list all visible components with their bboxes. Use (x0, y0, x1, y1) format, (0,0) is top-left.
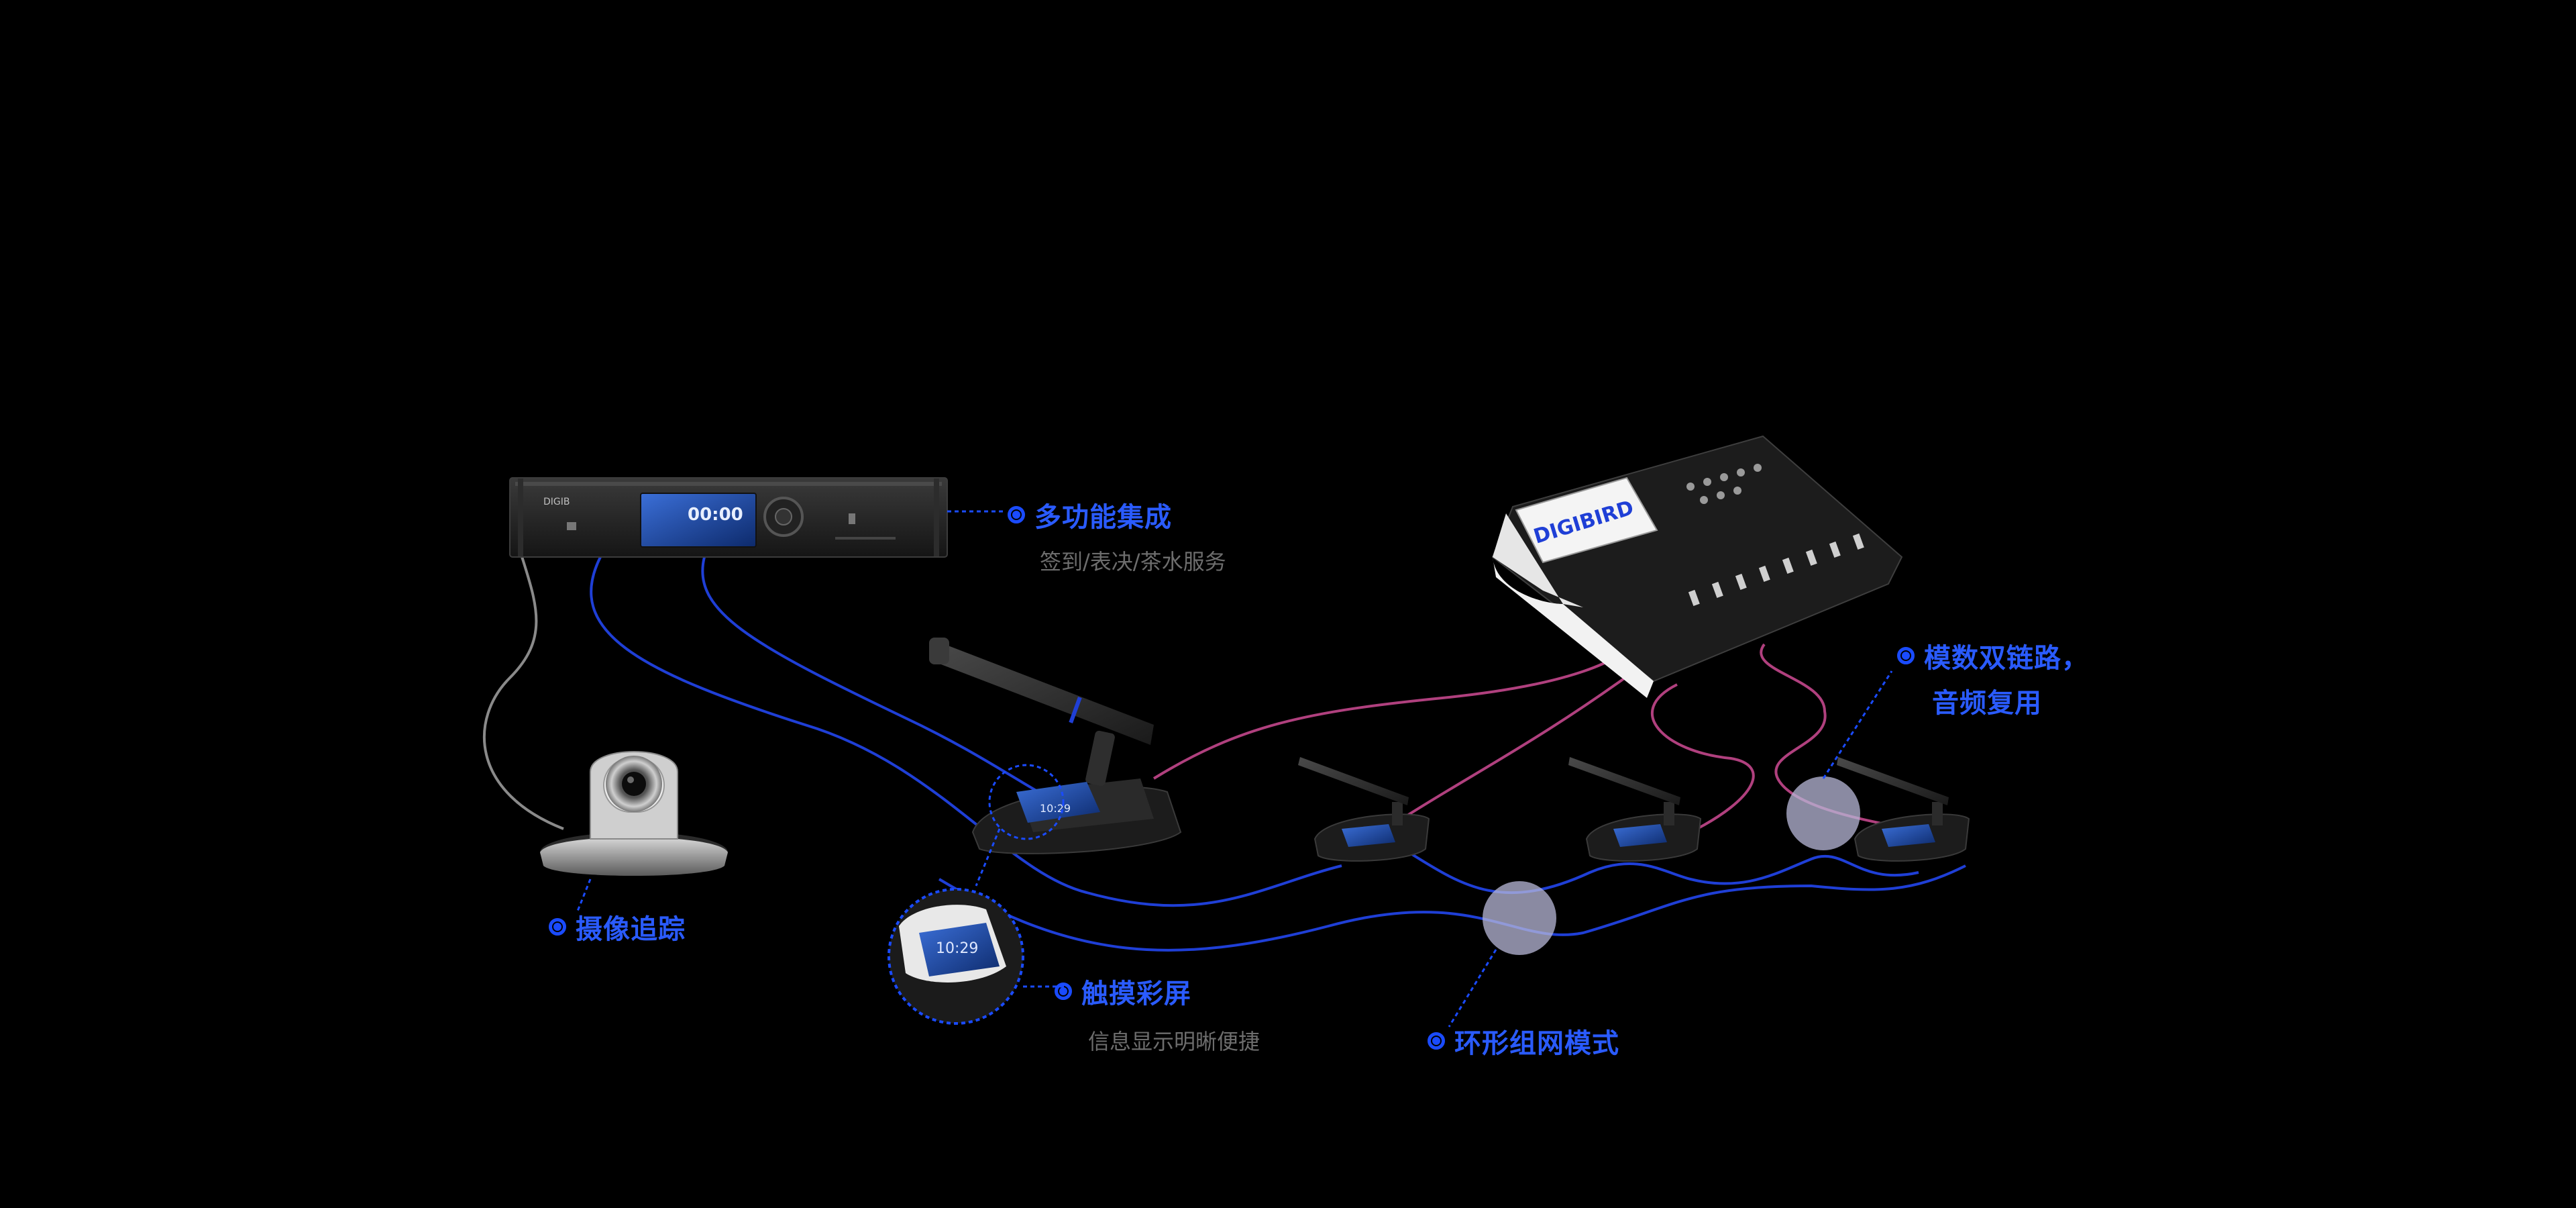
mixer-magenta-cable-3 (1651, 683, 1755, 834)
ptz-camera (540, 751, 728, 876)
delegate-unit-1 (1298, 757, 1430, 862)
zoom-screen-text: 10:29 (936, 940, 978, 957)
touch-screen-zoom: 10:29 (888, 764, 1065, 1025)
camera-tracking-callout: 摄像追踪 (549, 907, 686, 946)
analog-digital-marker (1786, 670, 1893, 850)
multi-function-callout: 多功能集成 (1008, 495, 1172, 534)
bullet-dot-icon (1055, 983, 1072, 1000)
mixer-buttons (1686, 464, 1762, 504)
bullet-dot-icon (549, 918, 566, 936)
multi-function-title: 多功能集成 (1034, 502, 1172, 533)
camera-callout-leader (576, 878, 592, 913)
digital-mixer: DIGIBIRD (1491, 435, 1903, 698)
host-screen-clock: 00:00 (688, 505, 743, 525)
host-logo: DIGIB (543, 497, 570, 507)
analog-digital-callout: 模数双链路， (1897, 636, 2089, 675)
delegate-unit-3 (1837, 757, 1970, 862)
chairman-microphone-unit: 10:29 (929, 638, 1182, 854)
cables (483, 550, 1966, 952)
delegate-unit-2 (1568, 757, 1702, 862)
bullet-dot-icon (1008, 506, 1025, 523)
mixer-magenta-cable-1 (1152, 643, 1631, 780)
touch-screen-subtitle: 信息显示明晰便捷 (1088, 1029, 1260, 1054)
touch-screen-callout: 触摸彩屏 (1055, 972, 1191, 1011)
ring-network-marker (1448, 881, 1556, 1027)
touch-screen-title: 触摸彩屏 (1081, 978, 1191, 1009)
multi-function-subtitle: 签到/表决/茶水服务 (1040, 549, 1226, 574)
bullet-dot-icon (1897, 647, 1915, 664)
ring-network-callout: 环形组网模式 (1428, 1021, 1619, 1060)
chairman-screen-text: 10:29 (1040, 802, 1071, 815)
camera-tracking-title: 摄像追踪 (576, 914, 686, 945)
bullet-dot-icon (1428, 1032, 1445, 1050)
mixer-faders (1688, 533, 1864, 606)
analog-digital-title-line2: 音频复用 (1932, 688, 2042, 719)
camera-cable (483, 550, 564, 830)
analog-digital-title-line1: 模数双链路， (1924, 643, 2089, 674)
ring-network-title: 环形组网模式 (1454, 1028, 1619, 1059)
conference-host-unit: DIGIB 00:00 (509, 477, 948, 558)
mixer-magenta-cable-2 (1401, 663, 1645, 820)
host-blue-cable-1 (590, 556, 1342, 907)
